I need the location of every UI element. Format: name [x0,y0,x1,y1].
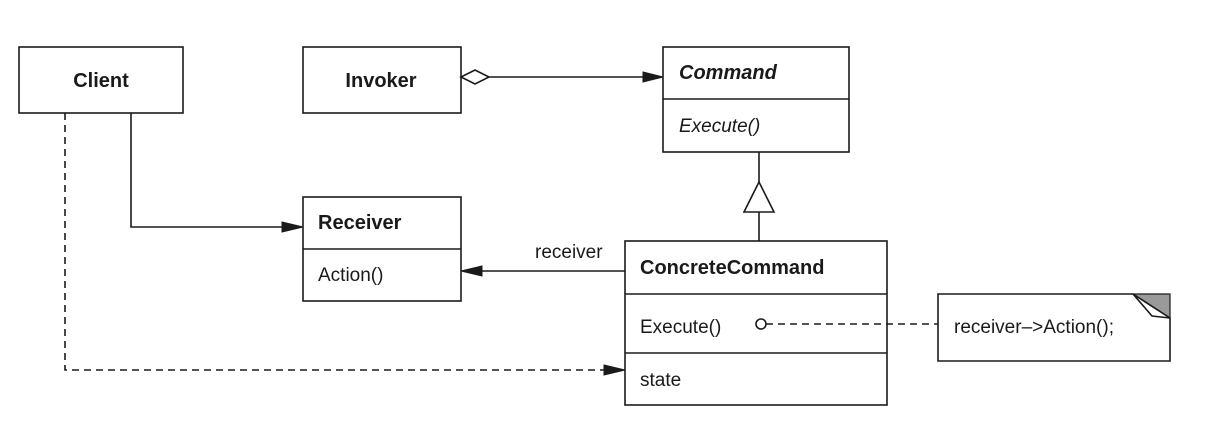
receiver-action-operation: Action() [318,265,383,286]
invoker-command-aggregation [459,69,664,85]
execute-note-connector [755,318,938,330]
concrete-command-class-name: ConcreteCommand [640,257,824,279]
note-anchor-circle [755,318,767,330]
client-receiver-arrowhead [281,221,304,233]
command-class[interactable]: Command Execute() [662,46,850,153]
aggregation-diamond [459,69,491,85]
client-receiver-association [130,113,304,233]
concrete-command-state-attribute: state [640,370,681,391]
command-execute-operation: Execute() [679,116,760,137]
generalization-arrow [742,152,776,241]
generalization-triangle [742,180,776,213]
note-fold-flap [1132,293,1171,319]
invoker-class[interactable]: Invoker [302,46,462,114]
implementation-note[interactable]: receiver–>Action(); [937,293,1171,362]
concrete-command-execute-operation: Execute() [640,317,721,338]
client-concrete-command-dependency [64,113,626,376]
receiver-class[interactable]: Receiver Action() [302,196,462,302]
command-class-name: Command [679,62,778,84]
dependency-arrowhead [603,364,626,376]
receiver-association-arrowhead [460,265,483,277]
concrete-command-receiver-association: receiver [460,242,625,277]
concrete-command-class[interactable]: ConcreteCommand Execute() state [624,240,888,406]
receiver-class-name: Receiver [318,212,402,234]
client-class-name: Client [73,70,129,92]
note-text: receiver–>Action(); [954,317,1114,338]
invoker-class-name: Invoker [345,70,416,92]
receiver-role-label: receiver [535,242,603,263]
client-class[interactable]: Client [18,46,184,114]
aggregation-arrowhead [642,71,664,83]
